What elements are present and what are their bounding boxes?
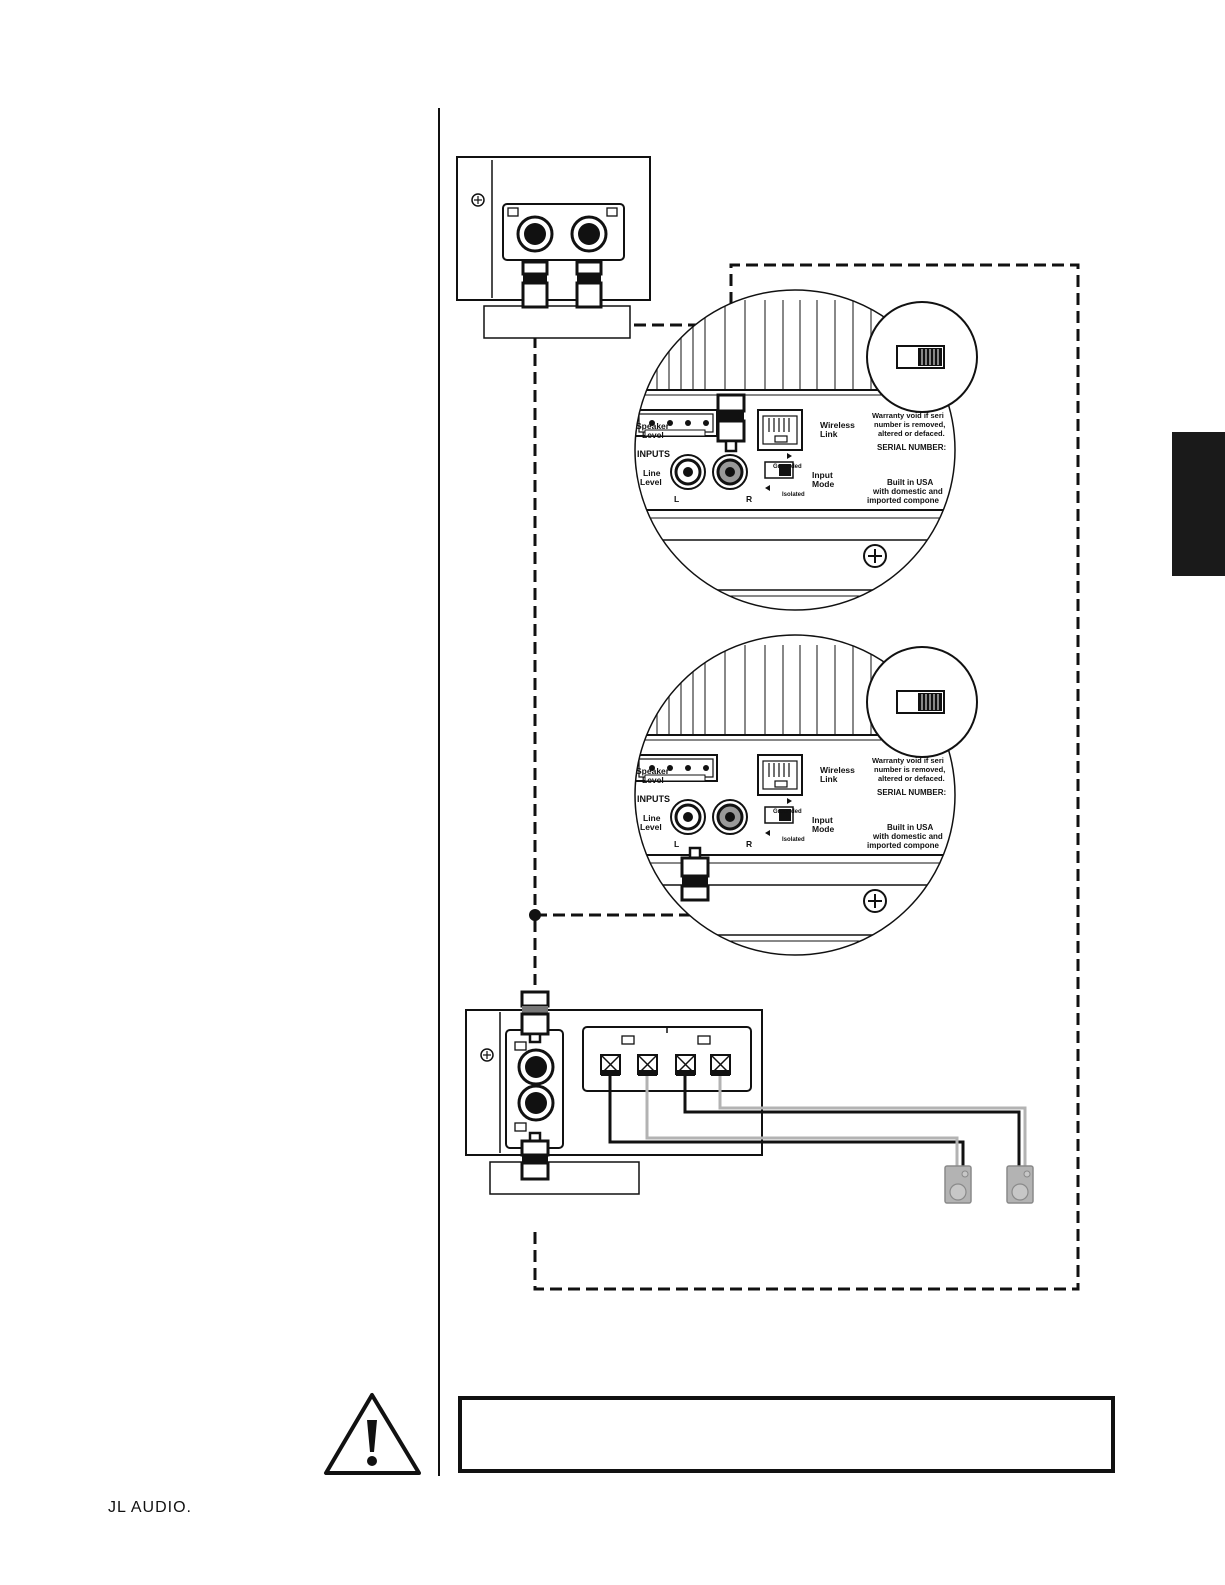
svg-text:Grounded: Grounded	[773, 464, 802, 470]
svg-text:SERIAL NUMBER:: SERIAL NUMBER:	[877, 788, 946, 797]
rca-plug-icon	[716, 393, 746, 453]
brand-logo: JL AUDIO.	[108, 1499, 192, 1516]
warning-icon	[324, 1393, 421, 1475]
warning-note-box	[458, 1396, 1115, 1473]
speaker-wire	[608, 1076, 1027, 1166]
svg-text:Grounded: Grounded	[773, 809, 802, 815]
rca-plug-icon	[680, 846, 710, 902]
svg-text:L: L	[674, 839, 679, 849]
section-tab	[1172, 432, 1225, 576]
svg-text:SERIAL NUMBER:: SERIAL NUMBER:	[877, 443, 946, 452]
svg-text:INPUTS: INPUTS	[637, 794, 670, 804]
svg-text:L: L	[674, 494, 679, 504]
svg-text:Isolated: Isolated	[782, 837, 805, 843]
wire-junction	[529, 909, 541, 921]
speaker-icon	[1006, 1165, 1034, 1204]
speaker-icon	[944, 1165, 972, 1204]
speaker-level-label: Speaker	[636, 421, 670, 431]
svg-text:Isolated: Isolated	[782, 492, 805, 498]
svg-text:R: R	[746, 494, 752, 504]
inputs-label: INPUTS	[637, 449, 670, 459]
source-component	[456, 156, 651, 339]
svg-text:R: R	[746, 839, 752, 849]
amplifier-component	[465, 990, 763, 1195]
